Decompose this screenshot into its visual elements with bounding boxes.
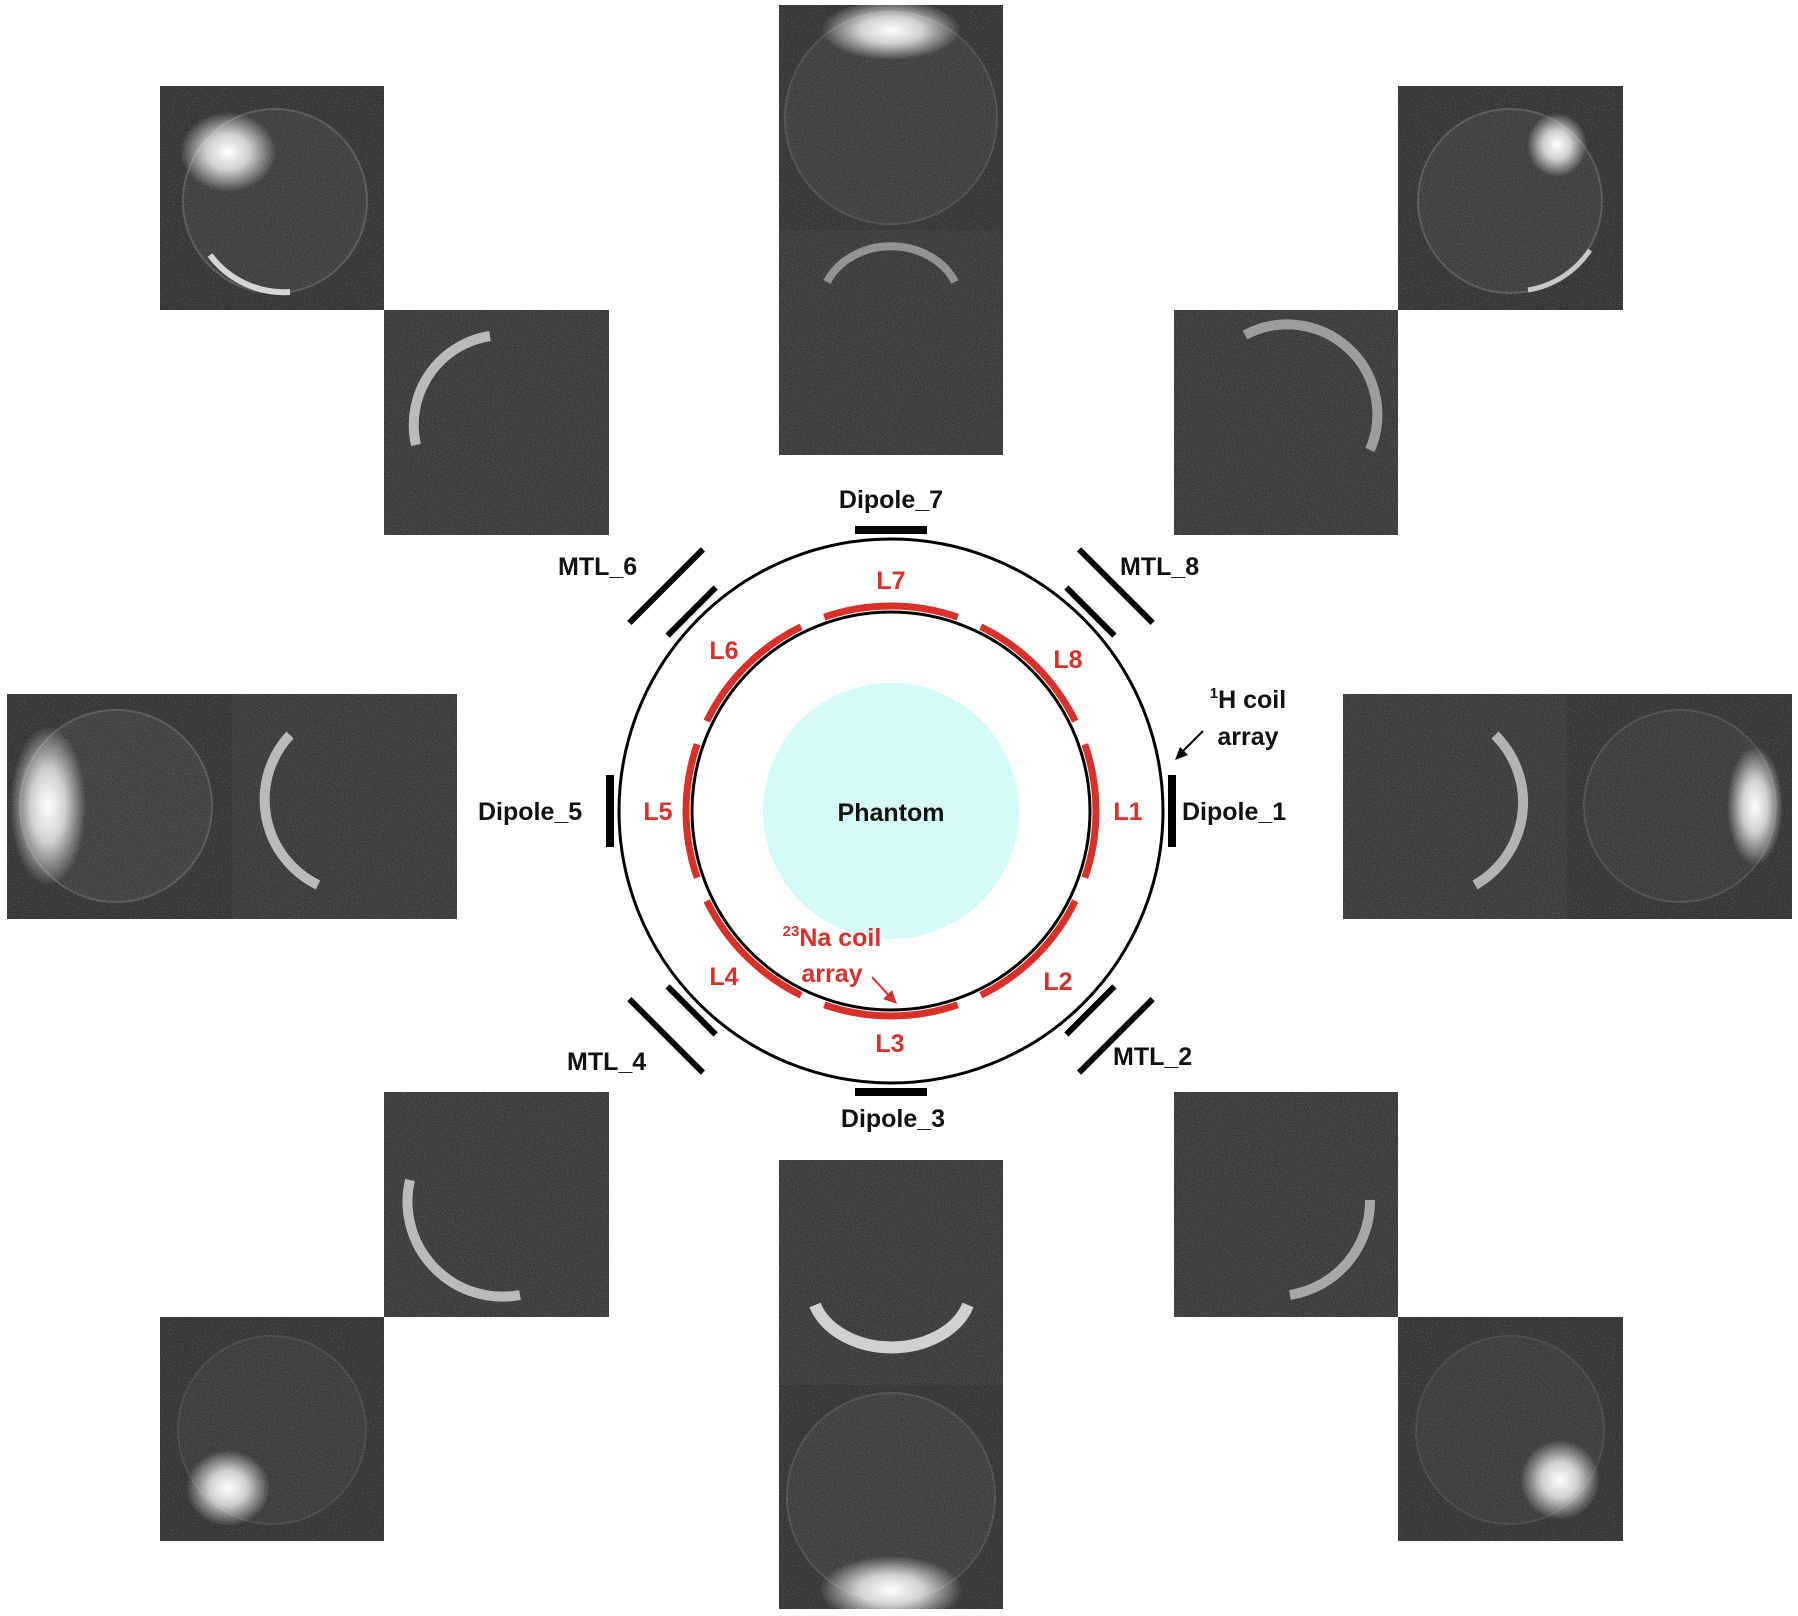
mri-image-dipole3-1h — [779, 1385, 1003, 1616]
mri-image-mtl6-23na — [384, 310, 609, 535]
dipole-label-1: Dipole_1 — [1182, 798, 1286, 826]
loop-label-5: L5 — [643, 798, 672, 826]
loop-label-8: L8 — [1053, 646, 1082, 674]
mri-image-mtl4-23na — [384, 1092, 609, 1317]
mri-image-dipole5-1h — [7, 694, 232, 919]
dipole-label-3: Dipole_3 — [841, 1105, 945, 1133]
mri-image-dipole7-1h — [779, 0, 1003, 230]
mtl-label-8: MTL_8 — [1120, 553, 1199, 581]
loop-label-3: L3 — [875, 1030, 904, 1058]
mri-image-mtl8-1h — [1398, 86, 1623, 310]
h-array-label-line2: array — [1217, 723, 1278, 751]
mri-image-mtl8-23na — [1174, 310, 1398, 535]
mtl-label-4: MTL_4 — [567, 1048, 646, 1076]
loop-label-6: L6 — [709, 637, 738, 665]
mtl-label-6: MTL_6 — [558, 553, 637, 581]
mri-image-dipole3-23na — [779, 1160, 1003, 1385]
dipole-label-5: Dipole_5 — [478, 798, 582, 826]
loop-label-2: L2 — [1043, 968, 1072, 996]
mri-image-dipole1-1h — [1567, 694, 1792, 919]
mri-image-mtl4-1h — [160, 1317, 384, 1541]
loop-label-7: L7 — [876, 567, 905, 595]
phantom-label: Phantom — [838, 799, 945, 827]
mtl-label-2: MTL_2 — [1113, 1043, 1192, 1071]
na-array-label-line2: array — [801, 960, 862, 988]
mri-image-mtl2-23na — [1174, 1092, 1398, 1317]
h-array-label-line1: 1H coil — [1210, 685, 1286, 714]
loop-label-1: L1 — [1113, 798, 1142, 826]
mri-image-dipole1-23na — [1343, 694, 1567, 919]
mri-image-dipole7-23na — [779, 230, 1003, 455]
mri-image-dipole5-23na — [232, 694, 457, 919]
mri-image-mtl6-1h — [160, 86, 384, 310]
loop-label-4: L4 — [709, 963, 738, 991]
mri-image-mtl2-1h — [1398, 1317, 1623, 1541]
coil-diagram: Phantom Dipole_7 Dipole_3 Dipole_5 Dipol… — [478, 486, 1286, 1133]
dipole-label-7: Dipole_7 — [839, 486, 943, 514]
